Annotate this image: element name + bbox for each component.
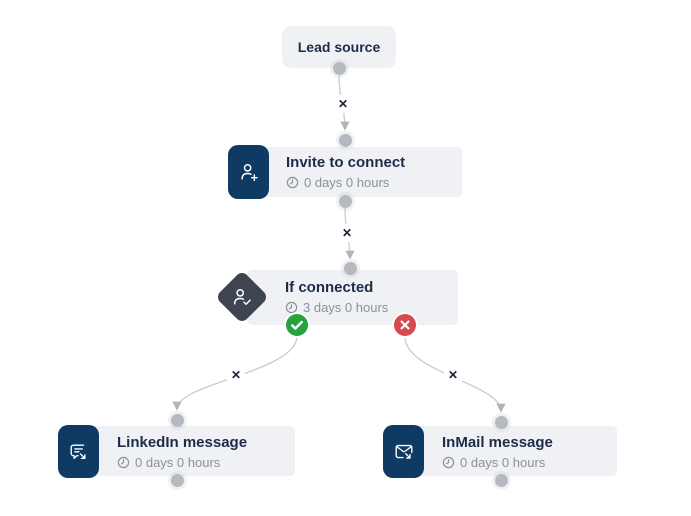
delete-edge-button[interactable]: ✕: [444, 366, 462, 384]
mail-forward-icon: [383, 425, 424, 478]
node-title: InMail message: [442, 433, 553, 451]
node-title: LinkedIn message: [117, 433, 248, 451]
node-delay: 0 days 0 hours: [442, 455, 553, 470]
node-title: If connected: [285, 279, 374, 296]
node-inmail-message[interactable]: InMail message 0 days 0 hours: [383, 425, 617, 478]
node-body[interactable]: [240, 147, 462, 197]
node-delay: 3 days 0 hours: [285, 300, 388, 315]
node-linkedin-message[interactable]: LinkedIn message 0 days 0 hours: [58, 425, 295, 478]
node-if-connected[interactable]: If connected 3 days 0 hours: [215, 268, 458, 336]
node-delay-text: 3 days 0 hours: [303, 300, 389, 315]
check-icon: [291, 320, 303, 330]
node-delay: 0 days 0 hours: [117, 455, 247, 470]
condition-no-handle[interactable]: [394, 314, 416, 336]
port-linkedin-top[interactable]: [170, 413, 184, 427]
port-inmail-top[interactable]: [494, 415, 508, 429]
node-body[interactable]: [247, 270, 458, 325]
delete-edge-icon: ✕: [447, 368, 459, 382]
node-delay-text: 0 days 0 hours: [304, 175, 390, 190]
node-body[interactable]: [395, 426, 617, 476]
condition-yes-handle[interactable]: [286, 314, 308, 336]
port-linkedin-bottom[interactable]: [170, 473, 184, 487]
node-delay-text: 0 days 0 hours: [460, 454, 546, 470]
clock-icon: [285, 301, 298, 314]
node-title: Lead source: [297, 39, 381, 55]
delete-edge-button[interactable]: ✕: [334, 95, 352, 113]
chat-forward-icon: [58, 425, 99, 478]
node-lead-source[interactable]: Lead source: [282, 26, 396, 68]
node-body[interactable]: [70, 426, 295, 476]
port-invite-top[interactable]: [338, 133, 352, 147]
clock-icon: [286, 176, 299, 189]
delete-edge-button[interactable]: ✕: [227, 366, 245, 384]
port-lead-source-bottom[interactable]: [332, 61, 346, 75]
node-delay: 0 days 0 hours: [286, 175, 405, 190]
node-title: Invite to connect: [286, 154, 406, 171]
clock-icon: [117, 456, 130, 468]
person-add-icon: [228, 145, 269, 199]
node-delay-text: 0 days 0 hours: [135, 454, 221, 470]
cross-icon: [400, 320, 410, 330]
delete-edge-icon: ✕: [341, 226, 353, 240]
delete-edge-icon: ✕: [337, 97, 349, 111]
port-if-connected-top[interactable]: [343, 261, 357, 275]
delete-edge-button[interactable]: ✕: [338, 224, 356, 242]
delete-edge-icon: ✕: [230, 368, 242, 382]
person-check-icon: [215, 270, 269, 324]
port-invite-bottom[interactable]: [338, 194, 352, 208]
clock-icon: [442, 456, 455, 468]
node-invite-to-connect[interactable]: Invite to connect 0 days 0 hours: [228, 145, 462, 199]
port-inmail-bottom[interactable]: [494, 473, 508, 487]
